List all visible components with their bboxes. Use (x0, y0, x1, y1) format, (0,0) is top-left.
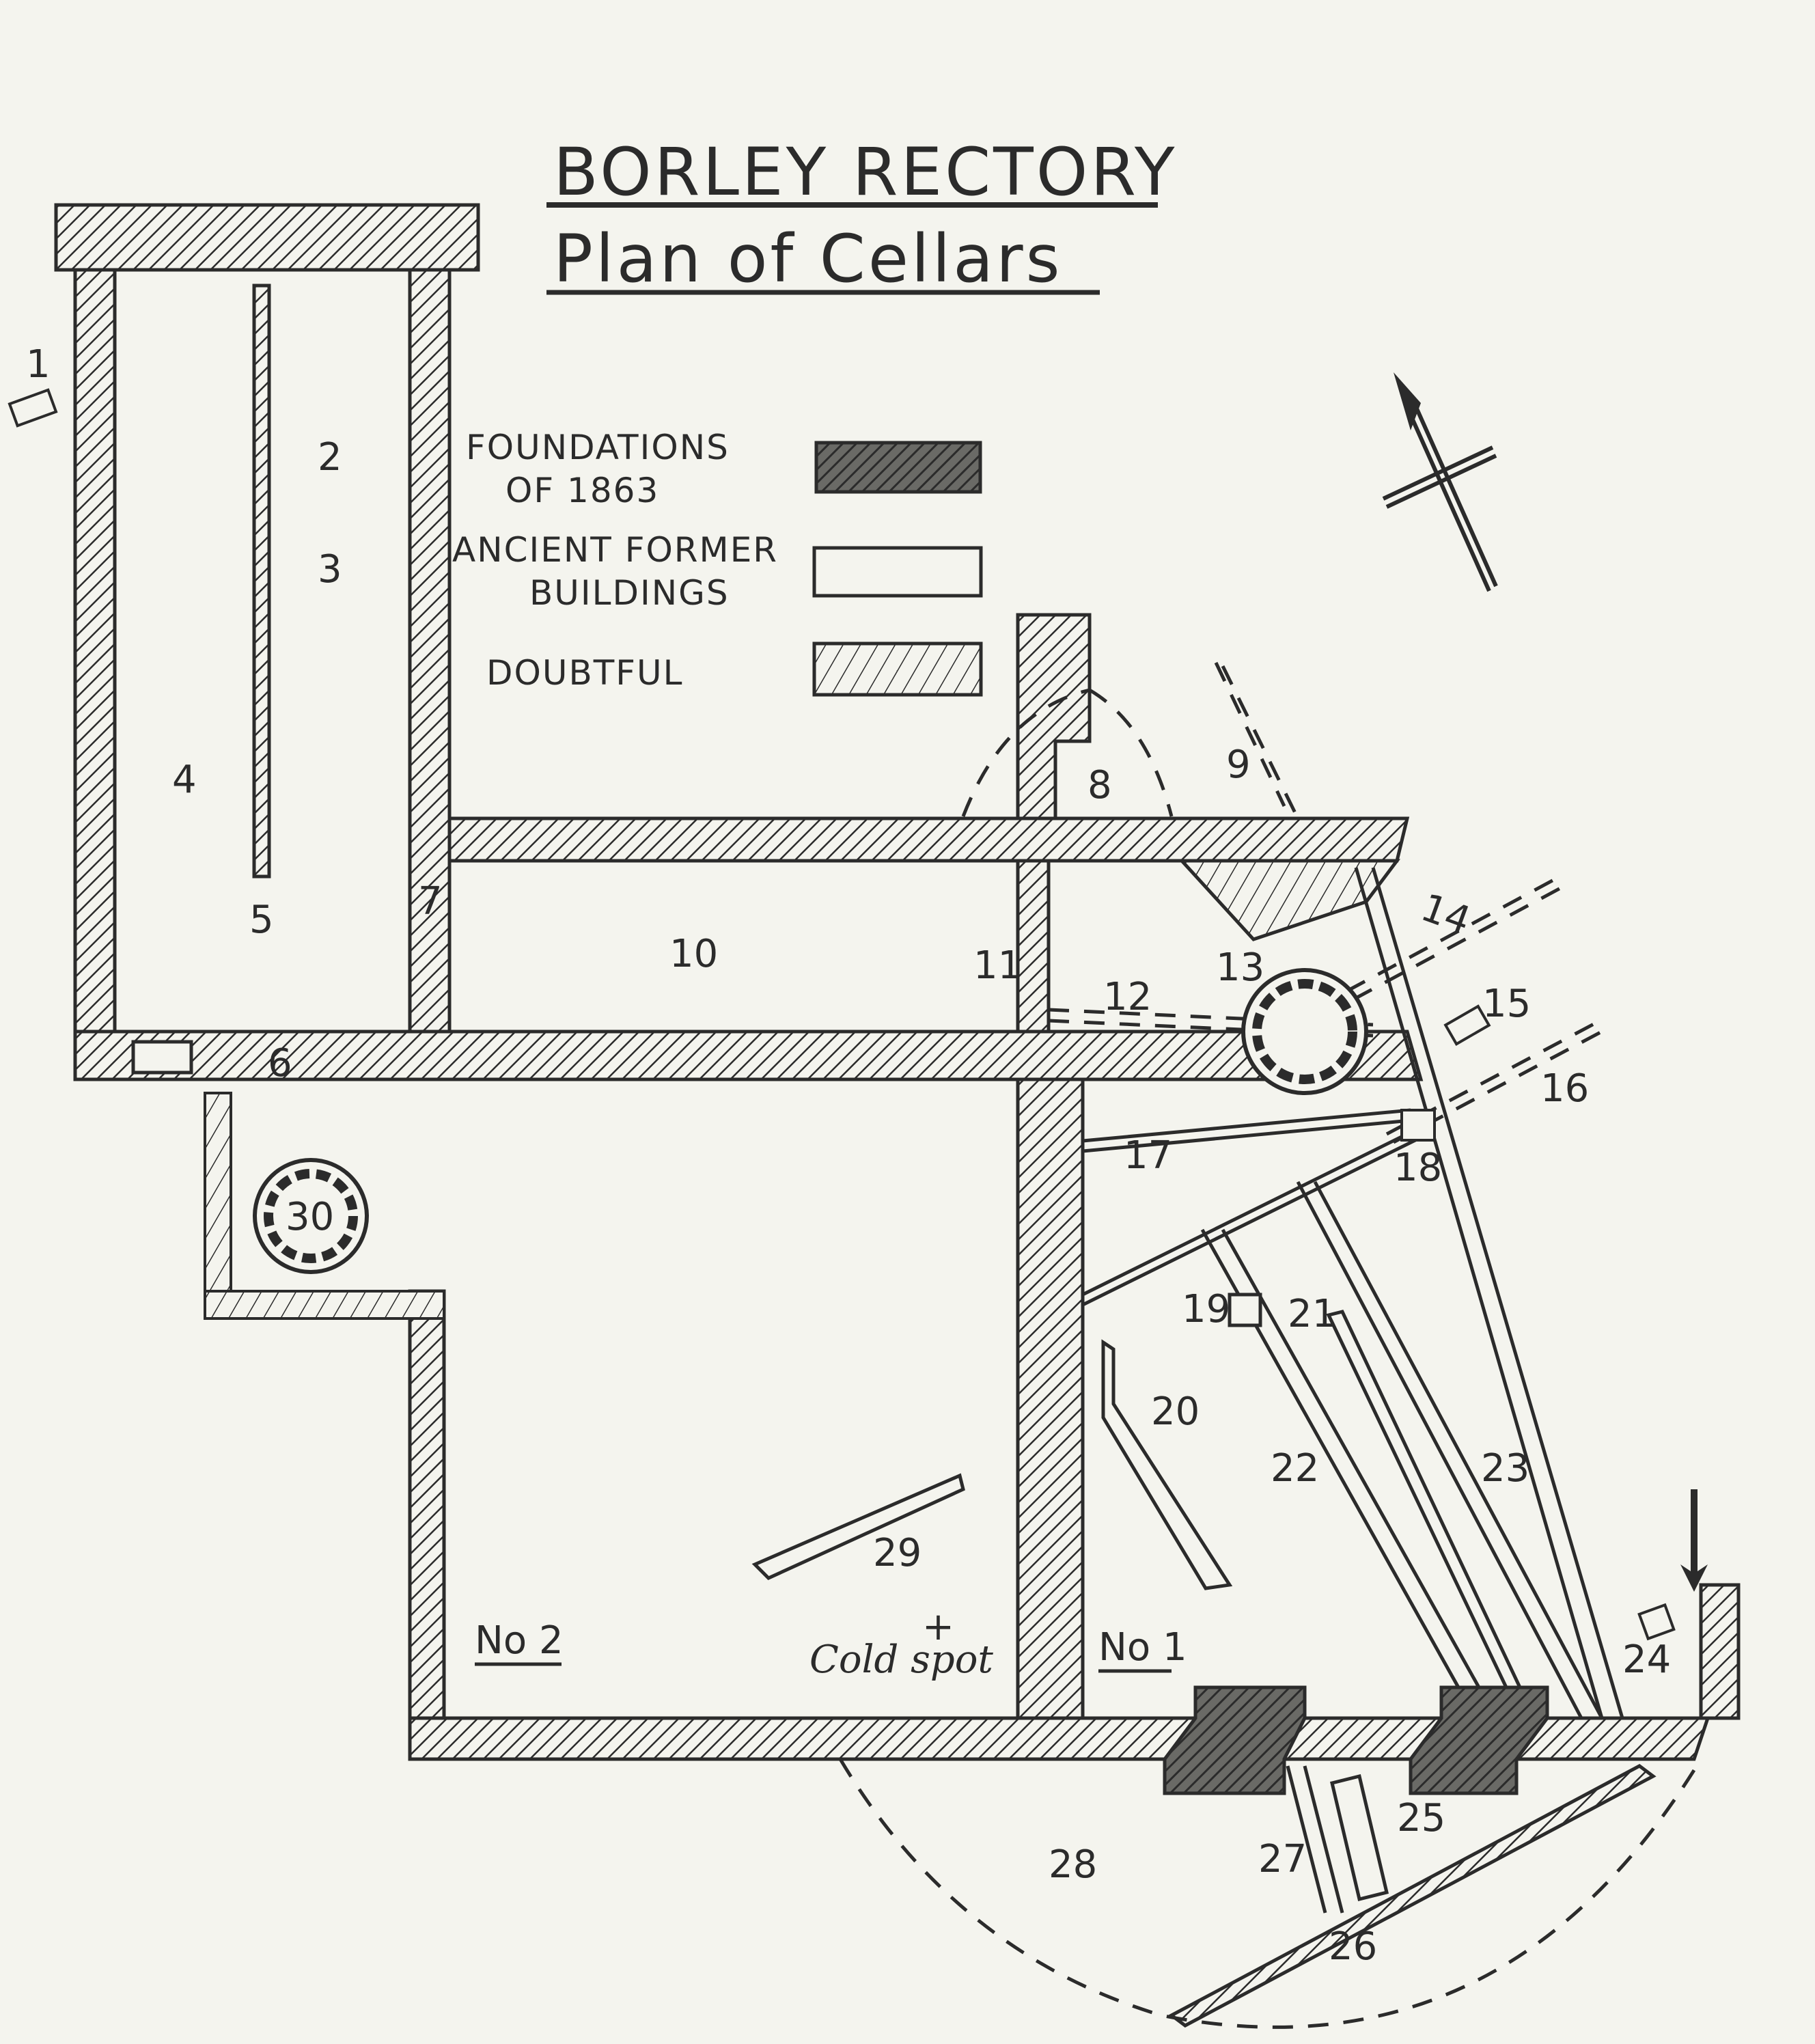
cellar-no1-label: No 1 (1098, 1625, 1187, 1670)
legend-ancient-line-1: ANCIENT FORMER (452, 530, 778, 570)
legend-swatch-ancient (812, 546, 983, 598)
ancient-walls (204, 867, 1624, 1914)
title-line-2: Plan of Cellars (553, 221, 1063, 297)
feature-24 (1637, 1603, 1676, 1641)
legend-foundations-line-2: OF 1863 (505, 471, 659, 510)
room-number-9: 9 (1226, 743, 1251, 787)
room-number-17: 17 (1124, 1133, 1172, 1178)
north-arrow-icon (1382, 372, 1498, 592)
legend-ancient-line-2: BUILDINGS (529, 573, 730, 613)
legend-swatch-foundations (814, 441, 982, 494)
legend-swatch-doubtful (812, 641, 983, 697)
room-number-29: 29 (873, 1531, 922, 1575)
legend-foundations-line-1: FOUNDATIONS (466, 428, 730, 467)
room-number-6: 6 (268, 1041, 292, 1086)
room-number-24: 24 (1622, 1638, 1671, 1682)
room-number-20: 20 (1151, 1390, 1200, 1434)
room-number-26: 26 (1329, 1924, 1377, 1969)
wall-26 (1168, 1764, 1657, 2028)
room-number-3: 3 (318, 547, 342, 592)
room-number-25: 25 (1397, 1796, 1445, 1840)
room-number-8: 8 (1087, 763, 1112, 807)
room-number-12: 12 (1103, 975, 1152, 1019)
room-number-22: 22 (1271, 1446, 1319, 1491)
feature-18 (1400, 1109, 1436, 1142)
room-number-7: 7 (418, 879, 443, 924)
feature-1 (8, 388, 58, 428)
room-number-28: 28 (1049, 1842, 1097, 1887)
feature-15 (1443, 1004, 1491, 1046)
room-number-16: 16 (1540, 1066, 1589, 1111)
cellar-labels: No 2 No 1 + Cold spot (475, 1605, 1187, 1682)
cold-spot-label: Cold spot (809, 1638, 993, 1682)
room-number-27: 27 (1258, 1837, 1307, 1881)
room-number-21: 21 (1288, 1292, 1336, 1336)
room-number-5: 5 (249, 898, 274, 942)
legend-doubtful-label: DOUBTFUL (486, 653, 684, 693)
room-number-19: 19 (1182, 1287, 1230, 1331)
room-number-13: 13 (1216, 945, 1264, 990)
legend: FOUNDATIONS OF 1863 ANCIENT FORMER BUILD… (452, 428, 983, 697)
room-number-18: 18 (1394, 1146, 1442, 1190)
cold-spot-mark: + (922, 1605, 954, 1649)
title-line-1: BORLEY RECTORY (553, 134, 1178, 210)
room-number-30: 30 (286, 1195, 334, 1239)
room-number-2: 2 (318, 435, 342, 480)
room-number-14: 14 (1415, 885, 1476, 943)
room-number-23: 23 (1481, 1446, 1529, 1491)
arrow-icon (1680, 1489, 1708, 1592)
room-number-10: 10 (669, 932, 718, 976)
room-number-4: 4 (172, 758, 197, 802)
well-13 (1241, 968, 1368, 1095)
room-number-1: 1 (26, 342, 51, 387)
title-block: BORLEY RECTORY Plan of Cellars (546, 134, 1178, 297)
room-number-11: 11 (973, 943, 1022, 988)
well-30 (253, 1158, 369, 1274)
walls-1863 (54, 203, 1741, 1795)
feature-19 (1228, 1293, 1262, 1327)
cellar-no2-label: No 2 (475, 1618, 564, 1663)
room-number-15: 15 (1482, 982, 1531, 1026)
doubtful-outlines (838, 661, 1703, 2029)
